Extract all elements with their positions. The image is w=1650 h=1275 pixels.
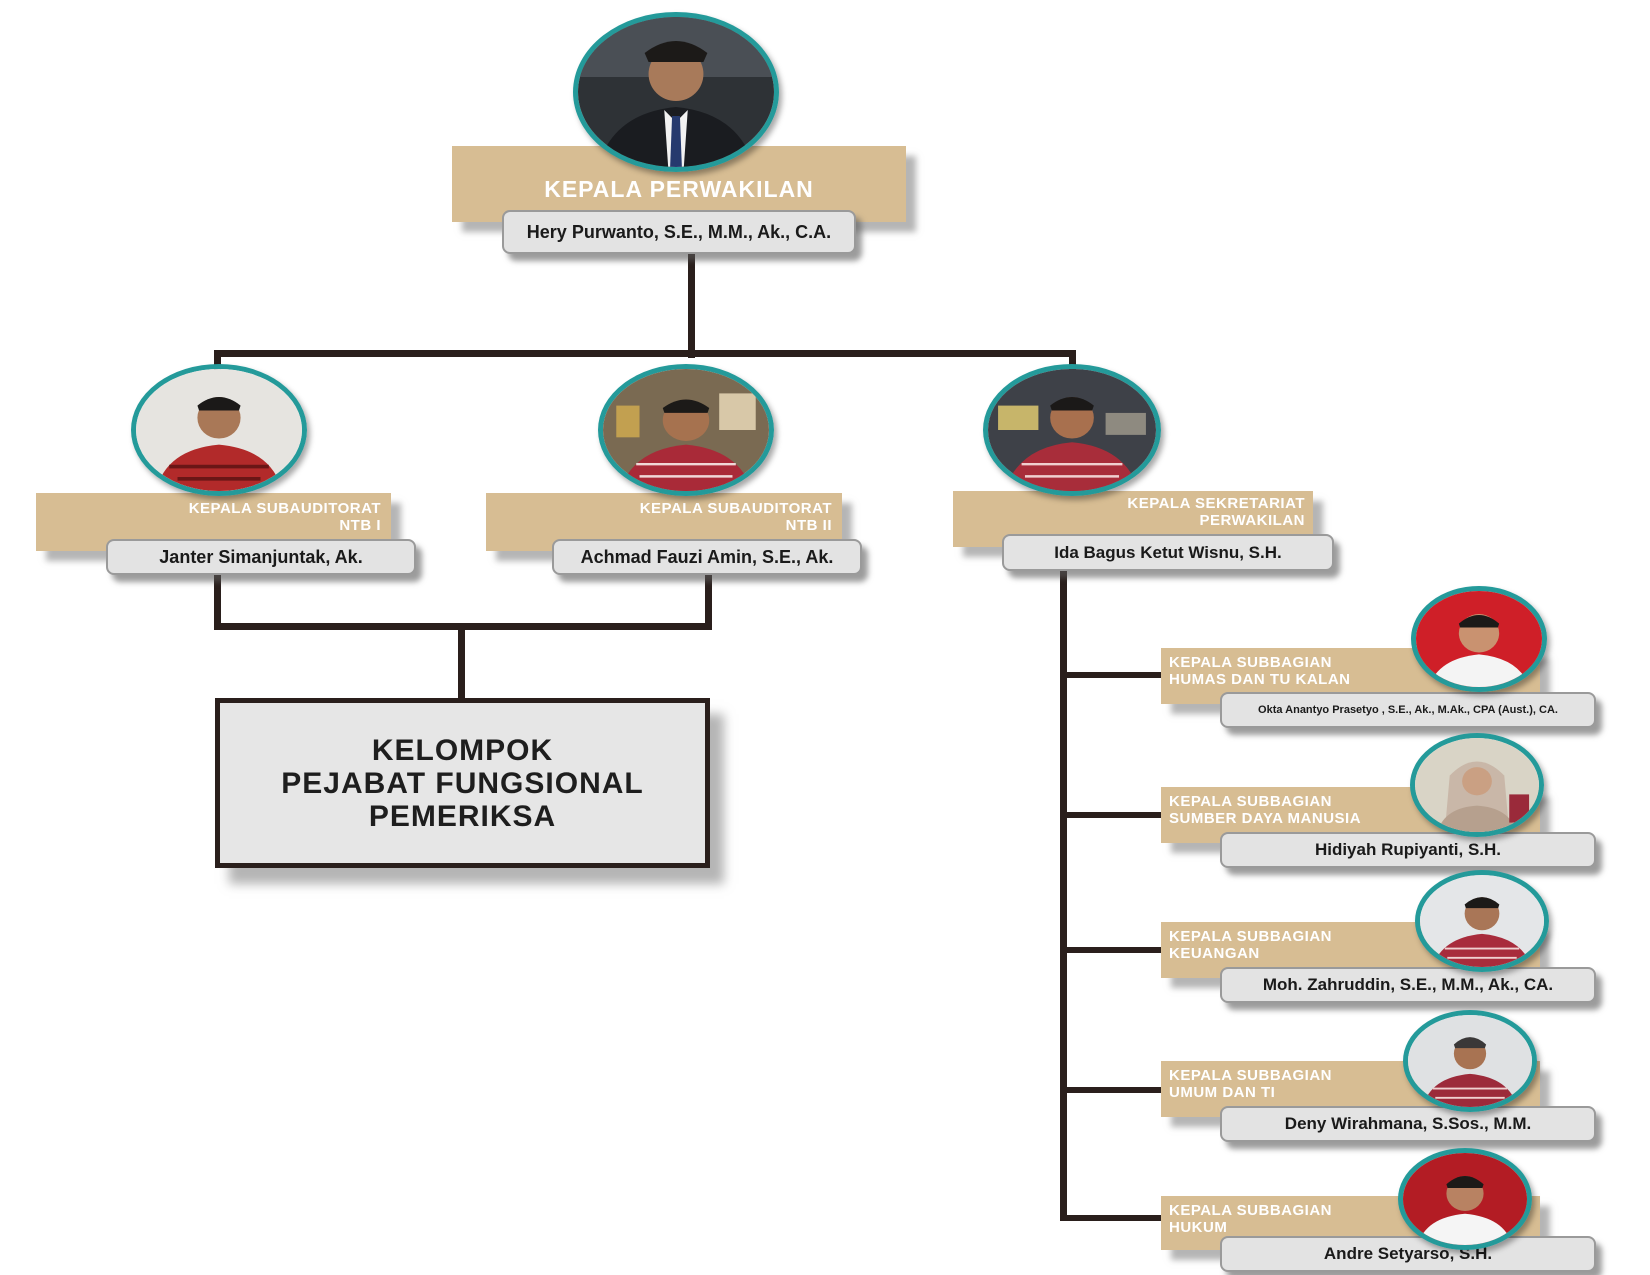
ntb1-name-box: Janter Simanjuntak, Ak. xyxy=(106,539,416,575)
ntb1-title-line1: KEPALA SUBAUDITORAT xyxy=(188,500,381,517)
ntb1-photo xyxy=(131,364,307,496)
ntb2-photo xyxy=(598,364,774,496)
sub1-title-line1: KEPALA SUBBAGIAN xyxy=(1169,654,1333,671)
sub5-title-line1: KEPALA SUBBAGIAN xyxy=(1169,1202,1333,1219)
sub4-name: Deny Wirahmana, S.Sos., M.M. xyxy=(1284,1114,1532,1133)
group-line2: PEJABAT FUNGSIONAL xyxy=(281,766,644,800)
group-line1: KELOMPOK xyxy=(371,733,554,767)
sub2-title-line2: SUMBER DAYA MANUSIA xyxy=(1169,810,1362,827)
connector-sub-1 xyxy=(1060,672,1167,678)
connector-sub-4 xyxy=(1060,1087,1167,1093)
sub4-photo xyxy=(1403,1010,1537,1112)
connector-ntb2-down xyxy=(705,574,712,630)
ntb2-title-line2: NTB II xyxy=(785,517,832,534)
sekretariat-title-line2: PERWAKILAN xyxy=(1199,512,1305,529)
sub5-photo xyxy=(1398,1148,1532,1250)
head-title: KEPALA PERWAKILAN xyxy=(544,176,814,202)
sub4-name-box: Deny Wirahmana, S.Sos., M.M. xyxy=(1220,1106,1596,1142)
head-name-box: Hery Purwanto, S.E., M.M., Ak., C.A. xyxy=(502,210,856,254)
sub4-title-line1: KEPALA SUBBAGIAN xyxy=(1169,1067,1333,1084)
sub1-name: Okta Anantyo Prasetyo , S.E., Ak., M.Ak.… xyxy=(1258,704,1558,716)
ntb1-name: Janter Simanjuntak, Ak. xyxy=(159,547,363,567)
sub2-name-box: Hidiyah Rupiyanti, S.H. xyxy=(1220,832,1596,868)
connector-head-down xyxy=(688,253,695,358)
sub1-photo xyxy=(1411,586,1547,692)
sub5-name-box: Andre Setyarso, S.H. xyxy=(1220,1236,1596,1272)
sub3-title-line1: KEPALA SUBBAGIAN xyxy=(1169,928,1333,945)
sub2-photo xyxy=(1410,733,1544,837)
connector-sekretariat-trunk xyxy=(1060,570,1067,1221)
sekretariat-photo xyxy=(983,364,1161,496)
sub3-name: Moh. Zahruddin, S.E., M.M., Ak., CA. xyxy=(1262,975,1554,994)
sub1-title-line2: HUMAS DAN TU KALAN xyxy=(1169,671,1351,688)
sub4-title-line2: UMUM DAN TI xyxy=(1169,1084,1276,1101)
sub2-title-line1: KEPALA SUBBAGIAN xyxy=(1169,793,1333,810)
sekretariat-name-box: Ida Bagus Ketut Wisnu, S.H. xyxy=(1002,534,1334,571)
connector-to-group xyxy=(458,623,465,700)
sub3-name-box: Moh. Zahruddin, S.E., M.M., Ak., CA. xyxy=(1220,967,1596,1003)
head-photo xyxy=(573,12,779,172)
connector-ntb1-down xyxy=(214,574,221,630)
connector-sub-5 xyxy=(1060,1215,1167,1221)
sub2-name: Hidiyah Rupiyanti, S.H. xyxy=(1314,840,1502,859)
sub3-title-line2: KEUANGAN xyxy=(1169,945,1260,962)
connector-sub-3 xyxy=(1060,947,1167,953)
group-line3: PEMERIKSA xyxy=(368,799,557,833)
sub3-photo xyxy=(1415,870,1549,972)
sekretariat-name: Ida Bagus Ketut Wisnu, S.H. xyxy=(1054,543,1282,562)
ntb2-title-line1: KEPALA SUBAUDITORAT xyxy=(639,500,832,517)
sekretariat-title-line1: KEPALA SEKRETARIAT xyxy=(1127,495,1305,512)
ntb2-name-box: Achmad Fauzi Amin, S.E., Ak. xyxy=(552,539,862,575)
group-box-pemeriksa: KELOMPOK PEJABAT FUNGSIONAL PEMERIKSA xyxy=(215,698,710,868)
connector-sub-2 xyxy=(1060,812,1167,818)
ntb1-title-line2: NTB I xyxy=(339,517,381,534)
head-name: Hery Purwanto, S.E., M.M., Ak., C.A. xyxy=(526,222,832,242)
connector-level2-horizontal xyxy=(214,350,1076,357)
sub1-name-box: Okta Anantyo Prasetyo , S.E., Ak., M.Ak.… xyxy=(1220,692,1596,728)
sub5-title-line2: HUKUM xyxy=(1169,1219,1228,1236)
ntb2-name: Achmad Fauzi Amin, S.E., Ak. xyxy=(580,547,834,567)
